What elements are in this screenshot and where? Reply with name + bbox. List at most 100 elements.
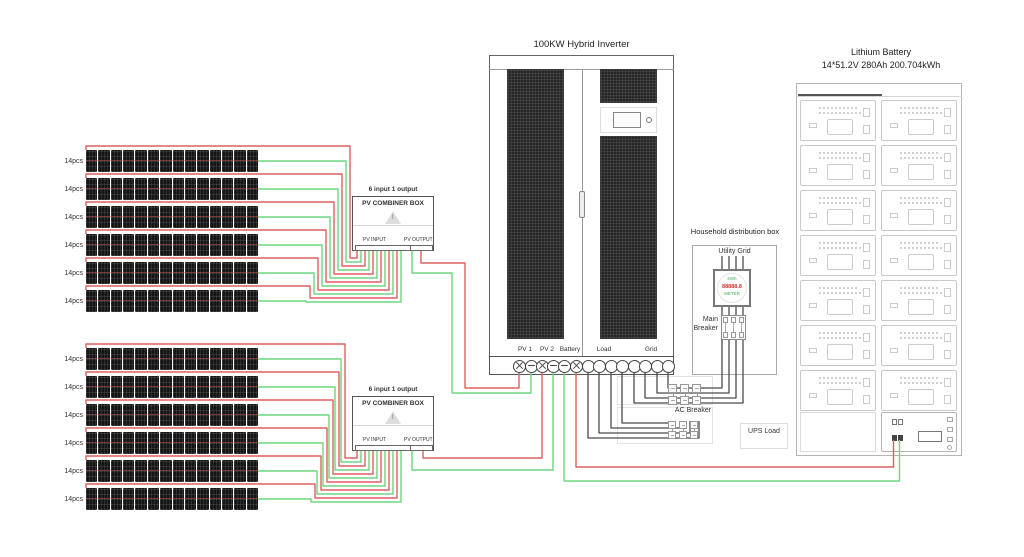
wire — [85, 371, 366, 467]
pv-panel — [123, 348, 135, 370]
module-connector — [863, 243, 870, 252]
module-vent-icon — [819, 107, 859, 109]
wire — [85, 451, 390, 491]
pv-panel — [160, 206, 172, 228]
module-vent-icon — [819, 292, 863, 294]
ac-breaker-pole — [680, 384, 689, 393]
pv-panel — [197, 488, 209, 510]
pv-panel — [246, 150, 259, 172]
pv-panel — [123, 432, 135, 454]
warning-triangle-icon — [385, 211, 401, 224]
module-face — [827, 344, 853, 360]
pv-panel — [147, 460, 160, 482]
pv-string-interconnect — [86, 414, 258, 415]
pv-panel — [135, 376, 147, 398]
ac-breaker-link — [684, 393, 686, 396]
pv-panel — [147, 348, 160, 370]
wire — [563, 372, 901, 482]
pv-string-interconnect — [86, 442, 258, 443]
battery-empty-slot — [800, 412, 876, 452]
pv-panel — [110, 488, 123, 510]
pv-panel — [98, 290, 110, 312]
pv-panel — [234, 460, 246, 482]
wire — [85, 229, 382, 283]
module-vent-icon — [819, 377, 859, 379]
ac-breaker-pole — [692, 384, 701, 393]
household-box-title: Household distribution box — [690, 227, 780, 236]
ac-breaker-pole — [668, 396, 677, 405]
combiner-terminal-strip — [355, 245, 433, 251]
pv-panel — [209, 432, 221, 454]
module-connector — [809, 258, 817, 263]
ups-breaker-pole — [679, 431, 687, 439]
pv-panel — [184, 290, 197, 312]
pv-row-count-label: 14pcs — [64, 158, 83, 165]
battery-module — [881, 280, 957, 321]
module-vent-icon — [819, 202, 863, 204]
combiner-input-label: PV INPUT — [363, 437, 387, 443]
pv-panel — [172, 376, 184, 398]
module-vent-icon — [819, 382, 863, 384]
pv-panel — [86, 376, 98, 398]
wire — [85, 251, 390, 291]
module-connector — [890, 168, 898, 173]
pv-panel — [110, 460, 123, 482]
ac-breaker-pole — [692, 396, 701, 405]
pv-panel — [172, 206, 184, 228]
module-connector — [890, 393, 898, 398]
combiner-output-label: PV OUTPUT — [404, 437, 433, 443]
pv-panel — [98, 150, 110, 172]
inverter-left-vent — [507, 69, 564, 339]
pv-panel — [221, 206, 234, 228]
combiner-terminal-strip — [355, 445, 433, 451]
wire — [85, 201, 374, 275]
pv-panel — [123, 234, 135, 256]
pv-panel — [197, 460, 209, 482]
module-vent-icon — [819, 337, 863, 339]
pv-panel — [98, 432, 110, 454]
module-vent-icon — [900, 242, 940, 244]
inverter-terminal-round — [638, 359, 652, 373]
module-connector — [944, 378, 951, 387]
pv-panel — [246, 432, 259, 454]
ups-breaker-pole — [668, 431, 676, 439]
pv-panel — [209, 460, 221, 482]
pv-panel — [184, 206, 197, 228]
pv-row-count-label: 14pcs — [64, 468, 83, 475]
pv-panel — [197, 348, 209, 370]
pv-panel — [160, 404, 172, 426]
pv-panel — [123, 150, 135, 172]
module-vent-icon — [819, 152, 859, 154]
inverter-right-top-vent — [600, 69, 657, 103]
pv-panel — [98, 460, 110, 482]
battery-module — [800, 190, 876, 231]
pv-panel — [110, 206, 123, 228]
pv-panel — [135, 150, 147, 172]
pv-panel — [86, 290, 98, 312]
module-connector — [809, 213, 817, 218]
pv-row-count-label: 14pcs — [64, 186, 83, 193]
module-connector — [863, 108, 870, 117]
pv-panel — [234, 488, 246, 510]
battery-module — [881, 370, 957, 411]
battery-title-line2: 14*51.2V 280Ah 200.704kWh — [821, 60, 941, 70]
pv-string-interconnect — [86, 160, 258, 161]
pv-panel — [246, 234, 259, 256]
pv-panel — [160, 178, 172, 200]
main-breaker-label-line1: Main — [702, 316, 718, 323]
warning-exclamation-icon: ! — [391, 414, 394, 421]
pv-string-interconnect — [86, 244, 258, 245]
wire — [258, 216, 378, 279]
pv-string-row — [86, 262, 259, 284]
module-vent-icon — [900, 332, 940, 334]
wire — [644, 340, 737, 399]
module-connector — [809, 168, 817, 173]
inverter-terminal-round — [615, 359, 629, 373]
battery-module — [800, 280, 876, 321]
module-connector — [863, 350, 870, 359]
bms-port — [947, 445, 952, 450]
module-vent-icon — [900, 107, 940, 109]
battery-module — [881, 235, 957, 276]
pv-panel — [160, 290, 172, 312]
pv-panel — [221, 234, 234, 256]
